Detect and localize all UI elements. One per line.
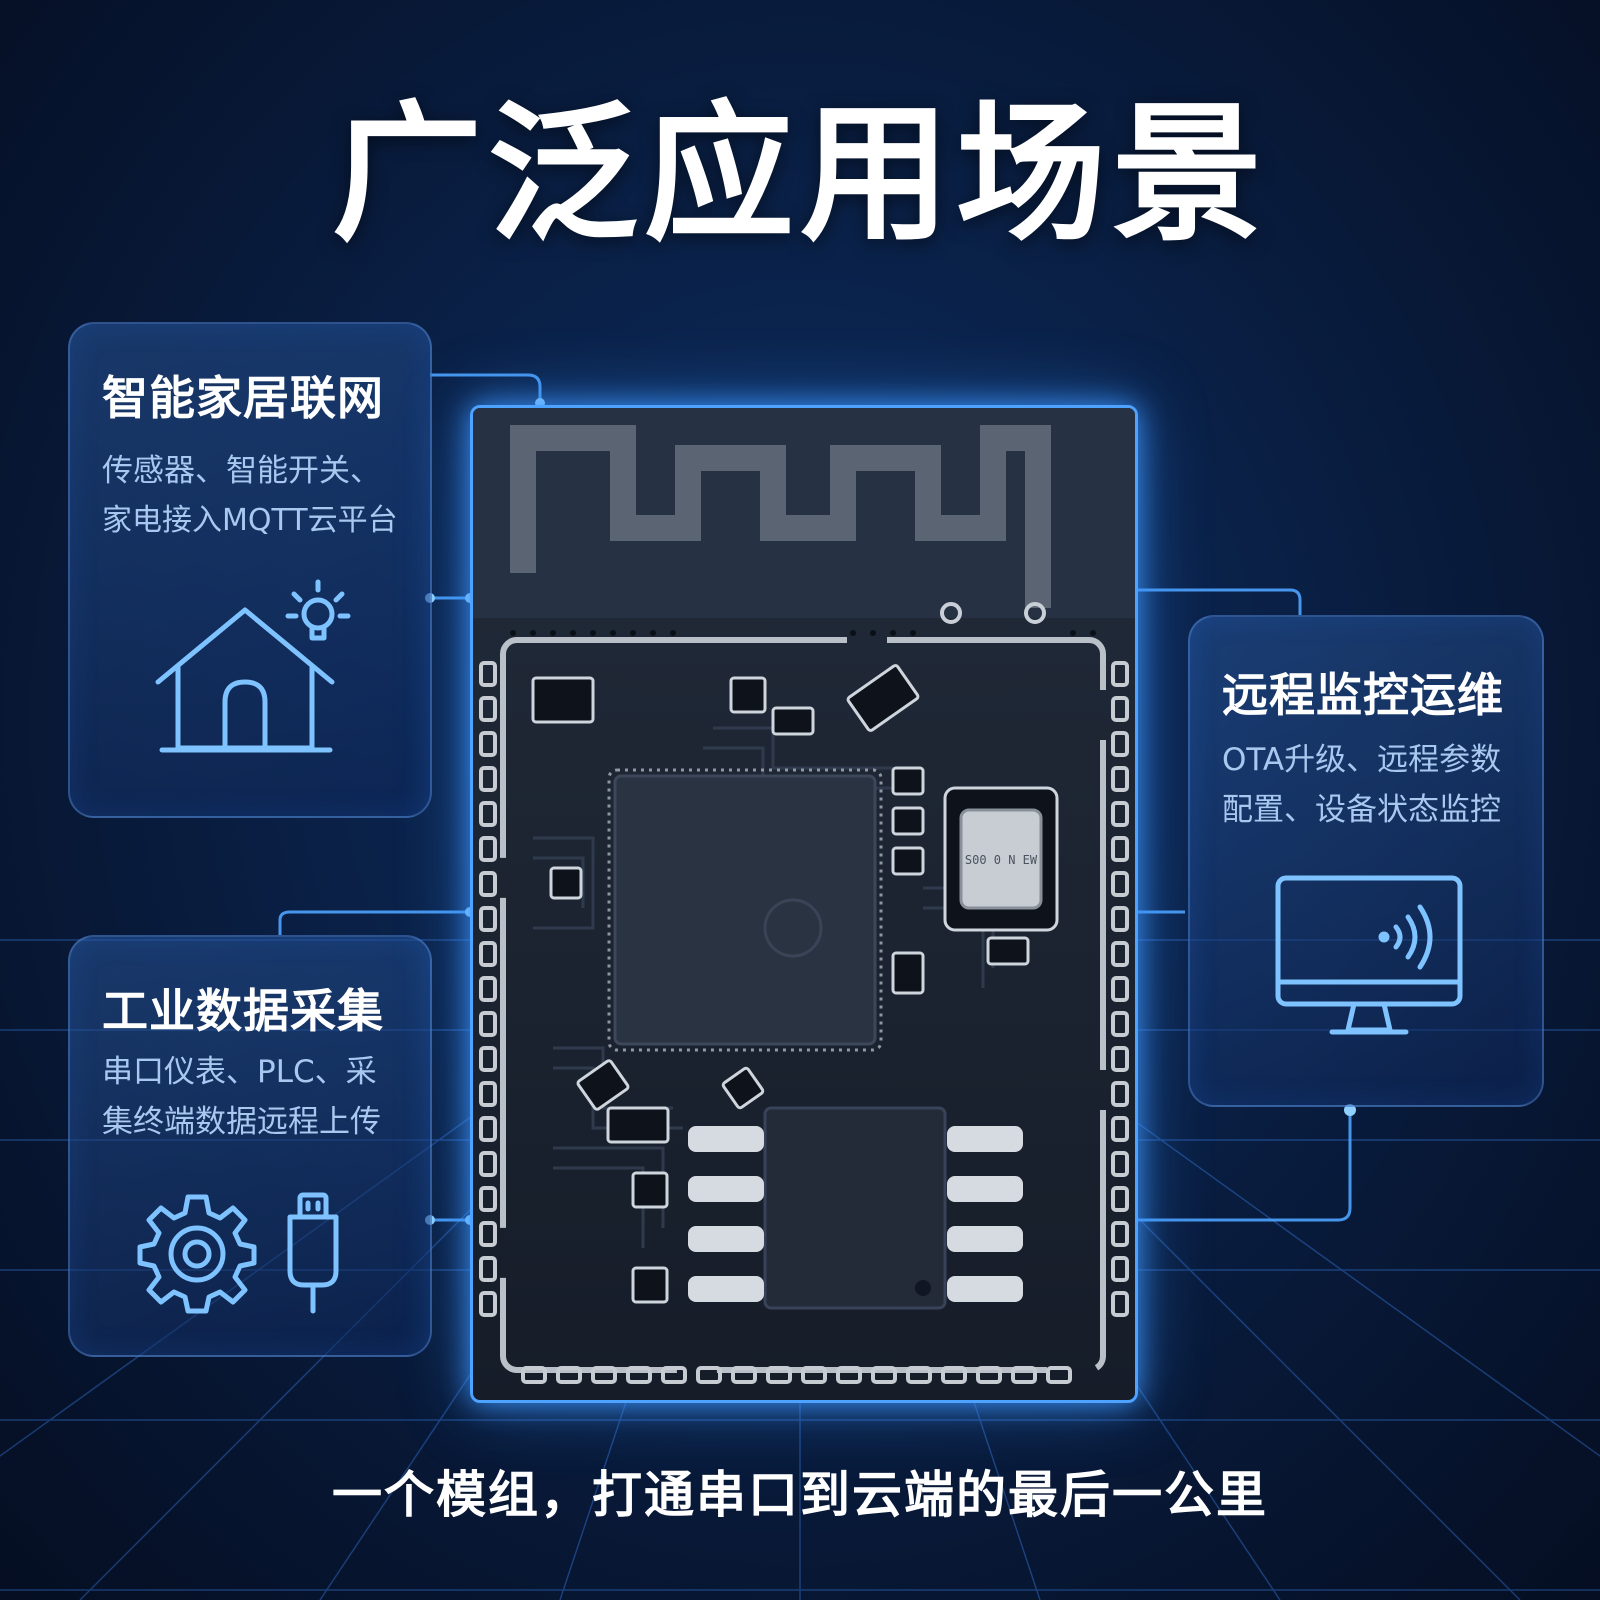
crystal-marking: S00 0 N EW — [965, 853, 1038, 867]
card-desc-line2: 配置、设备状态监控 — [1222, 792, 1501, 828]
gear-icon — [137, 1194, 257, 1314]
card-desc-line2: 集终端数据远程上传 — [102, 1104, 381, 1140]
card-heading: 远程监控运维 — [1222, 668, 1504, 722]
wifi-module-board: S00 0 N EW — [470, 405, 1138, 1403]
page-title: 广泛应用场景 — [331, 88, 1268, 262]
card-heading: 智能家居联网 — [102, 371, 384, 425]
card-smart-home: 智能家居联网 传感器、智能开关、 家电接入MQTT云平台 — [68, 322, 432, 818]
card-industrial: 工业数据采集 串口仪表、PLC、采 集终端数据远程上传 — [68, 935, 432, 1357]
card-heading: 工业数据采集 — [102, 984, 384, 1038]
card-desc-line1: 串口仪表、PLC、采 — [102, 1054, 377, 1090]
card-remote: 远程监控运维 OTA升级、远程参数 配置、设备状态监控 — [1188, 615, 1544, 1107]
usb-plug-icon — [287, 1192, 339, 1314]
house-bulb-icon — [155, 579, 351, 753]
card-desc-line2: 家电接入MQTT云平台 — [102, 503, 398, 538]
card-desc-line1: 传感器、智能开关、 — [102, 453, 381, 489]
card-desc-line1: OTA升级、远程参数 — [1222, 742, 1502, 778]
monitor-wifi-icon — [1275, 875, 1463, 1035]
footer-tagline: 一个模组，打通串口到云端的最后一公里 — [332, 1466, 1268, 1524]
